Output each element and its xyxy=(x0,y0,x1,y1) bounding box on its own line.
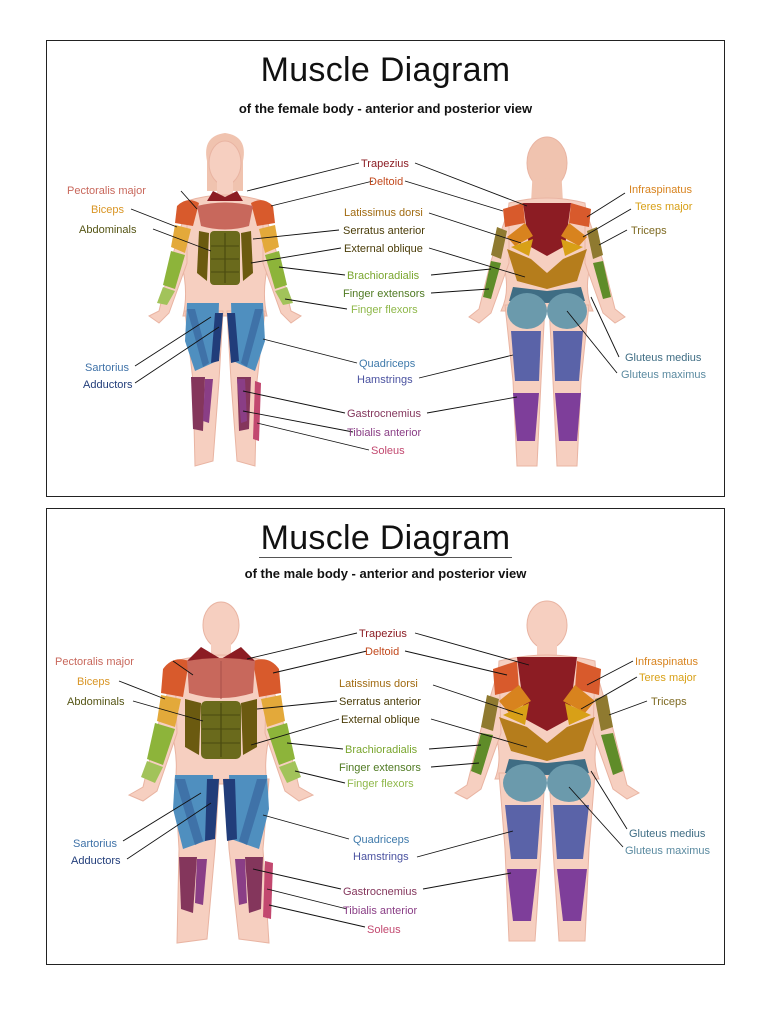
female-label-quadriceps: Quadriceps xyxy=(359,358,416,370)
female-label-adductors: Adductors xyxy=(83,379,133,391)
male-title-text: Muscle Diagram xyxy=(258,519,513,558)
female-label-oblique: External oblique xyxy=(344,243,423,255)
male-label-hamstrings: Hamstrings xyxy=(353,851,409,863)
female-hamstrings-left xyxy=(511,331,541,381)
female-label-trapezius: Trapezius xyxy=(361,158,409,170)
female-label-gastrocnemius: Gastrocnemius xyxy=(347,408,421,420)
female-trapezius-back xyxy=(523,203,571,256)
male-label-biceps: Biceps xyxy=(77,676,111,688)
female-subtitle: of the female body - anterior and poster… xyxy=(238,101,533,116)
female-label-finger-extensors: Finger extensors xyxy=(343,288,425,300)
male-label-finger-flexors: Finger flexors xyxy=(347,778,414,790)
male-label-adductors: Adductors xyxy=(71,855,121,867)
male-anterior-body xyxy=(127,601,315,944)
female-label-finger-flexors: Finger flexors xyxy=(351,304,418,316)
male-label-finger-extensors: Finger extensors xyxy=(339,762,421,774)
male-diagram-panel: Muscle Diagram of the male body - anteri… xyxy=(46,508,725,965)
female-label-gluteus-maximus: Gluteus maximus xyxy=(621,369,706,381)
male-leader-lines xyxy=(118,632,648,928)
female-label-biceps: Biceps xyxy=(91,204,125,216)
male-label-gluteus-maximus: Gluteus maximus xyxy=(625,845,710,857)
female-brachioradialis-left xyxy=(163,251,185,289)
female-label-teres: Teres major xyxy=(635,201,693,213)
male-label-oblique: External oblique xyxy=(341,714,420,726)
female-anterior-body xyxy=(148,133,302,467)
female-label-hamstrings: Hamstrings xyxy=(357,374,413,386)
female-trapezius-front xyxy=(207,191,243,201)
female-brachioradialis-right xyxy=(265,251,287,289)
male-label-latissimus: Latissimus dorsi xyxy=(339,678,418,690)
female-label-serratus: Serratus anterior xyxy=(343,225,425,237)
female-deltoid-right xyxy=(251,200,275,226)
male-title: Muscle Diagram xyxy=(47,519,724,558)
male-posterior-body xyxy=(454,600,640,942)
male-label-serratus: Serratus anterior xyxy=(339,696,421,708)
male-label-teres: Teres major xyxy=(639,672,697,684)
male-label-deltoid: Deltoid xyxy=(365,646,399,658)
male-label-tibialis: Tibialis anterior xyxy=(343,905,418,917)
female-label-pectoralis: Pectoralis major xyxy=(67,185,146,197)
female-label-triceps: Triceps xyxy=(631,225,667,237)
male-label-brachioradialis: Brachioradialis xyxy=(345,744,418,756)
male-label-sartorius: Sartorius xyxy=(73,838,118,850)
female-label-brachioradialis: Brachioradialis xyxy=(347,270,420,282)
female-gastrocnemius-left xyxy=(191,377,205,431)
male-subtitle: of the male body - anterior and posterio… xyxy=(244,566,527,581)
female-label-infraspinatus: Infraspinatus xyxy=(629,184,692,196)
male-label-soleus: Soleus xyxy=(367,924,401,936)
male-figures: Trapezius Deltoid Pectoralis major Bicep… xyxy=(55,600,710,944)
female-latissimus-left xyxy=(507,249,547,289)
female-label-latissimus: Latissimus dorsi xyxy=(344,207,423,219)
female-figures: Trapezius Deltoid Pectoralis major Bicep… xyxy=(67,133,706,467)
female-biceps-left xyxy=(171,225,191,253)
female-labels: Trapezius Deltoid Pectoralis major Bicep… xyxy=(67,158,706,457)
male-labels: Trapezius Deltoid Pectoralis major Bicep… xyxy=(55,628,710,936)
female-label-abdominals: Abdominals xyxy=(79,224,137,236)
male-label-gluteus-medius: Gluteus medius xyxy=(629,828,706,840)
male-label-infraspinatus: Infraspinatus xyxy=(635,656,698,668)
male-label-trapezius: Trapezius xyxy=(359,628,407,640)
female-title: Muscle Diagram xyxy=(260,51,511,89)
male-label-pectoralis: Pectoralis major xyxy=(55,656,134,668)
female-diagram-panel: Muscle Diagram of the female body - ante… xyxy=(46,40,725,497)
female-hamstrings-right xyxy=(553,331,583,381)
female-label-tibialis: Tibialis anterior xyxy=(347,427,422,439)
female-leader-lines xyxy=(130,162,632,451)
female-label-soleus: Soleus xyxy=(371,445,405,457)
female-biceps-right xyxy=(259,225,279,253)
female-label-gluteus-medius: Gluteus medius xyxy=(625,352,702,364)
female-label-sartorius: Sartorius xyxy=(85,362,130,374)
female-latissimus-right xyxy=(547,249,587,289)
female-pectoralis xyxy=(197,202,253,230)
female-posterior-body xyxy=(468,136,626,467)
male-label-abdominals: Abdominals xyxy=(67,696,125,708)
female-gluteus-maximus-left xyxy=(507,293,547,329)
female-deltoid-left xyxy=(175,200,199,226)
male-label-triceps: Triceps xyxy=(651,696,687,708)
female-label-deltoid: Deltoid xyxy=(369,176,403,188)
male-label-gastrocnemius: Gastrocnemius xyxy=(343,886,417,898)
male-label-quadriceps: Quadriceps xyxy=(353,834,410,846)
